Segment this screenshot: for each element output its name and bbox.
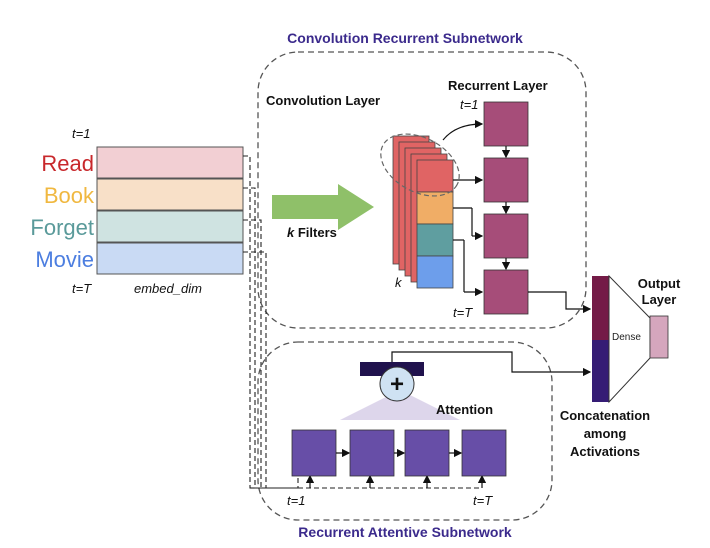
attention-cell-3 xyxy=(404,429,450,477)
attention-cell-1 xyxy=(291,429,337,477)
recurrent-cell-2 xyxy=(483,157,529,203)
attention-rnn-cells xyxy=(291,429,507,477)
recurrent-arrows xyxy=(442,119,592,314)
output-title-1: Output xyxy=(638,276,681,291)
filters-k: k xyxy=(287,225,295,240)
conv-subnetwork-title: Convolution Recurrent Subnetwork xyxy=(287,30,523,46)
conv-window-highlight xyxy=(380,133,460,197)
conv-map-front-0 xyxy=(416,159,454,193)
filters-arrow xyxy=(272,184,374,230)
word-book: Book xyxy=(44,183,95,208)
attention-cone xyxy=(340,390,460,420)
attention-t-start: t=1 xyxy=(287,493,305,508)
dense-label: Dense xyxy=(612,332,641,343)
input-row-forget xyxy=(96,210,244,243)
attention-t-end: t=T xyxy=(473,493,493,508)
concat-bottom-segment xyxy=(592,340,609,402)
attention-plus: + xyxy=(390,371,404,398)
attention-to-concat-arrow xyxy=(391,351,592,377)
conv-map-front-1 xyxy=(416,191,454,225)
concat-top-segment xyxy=(592,276,609,340)
input-wires xyxy=(243,155,487,489)
embed-dim-label: embed_dim xyxy=(134,281,202,296)
input-matrix xyxy=(96,146,244,275)
recurrent-t-start: t=1 xyxy=(460,97,478,112)
conv-layer-title: Convolution Layer xyxy=(266,93,380,108)
recurrent-cells xyxy=(483,101,529,315)
recurrent-layer-title: Recurrent Layer xyxy=(448,78,548,93)
attention-label: Attention xyxy=(436,402,493,417)
attention-sum-node xyxy=(379,366,415,402)
concat-label-2: among xyxy=(584,426,627,441)
input-row-movie xyxy=(96,242,244,275)
att-subnetwork-title: Recurrent Attentive Subnetwork xyxy=(298,524,512,540)
attention-cell-4 xyxy=(461,429,507,477)
conv-map-front-2 xyxy=(416,223,454,257)
recurrent-cell-3 xyxy=(483,213,529,259)
input-t-end: t=T xyxy=(72,281,92,296)
filters-text: Filters xyxy=(294,225,337,240)
concat-label-3: Activations xyxy=(570,444,640,459)
recurrent-cell-4 xyxy=(483,269,529,315)
conv-feature-maps xyxy=(392,135,454,289)
output-layer-box xyxy=(649,315,669,359)
input-row-book xyxy=(96,178,244,211)
recurrent-cell-1 xyxy=(483,101,529,147)
conv-map-front-3 xyxy=(416,255,454,289)
output-title-2: Layer xyxy=(642,292,677,307)
conv-subnetwork-region xyxy=(257,51,587,329)
attention-cell-2 xyxy=(349,429,395,477)
recurrent-t-end: t=T xyxy=(453,305,473,320)
filters-label: k Filters xyxy=(287,225,337,240)
input-t-start: t=1 xyxy=(72,126,90,141)
word-movie: Movie xyxy=(35,247,94,272)
word-forget: Forget xyxy=(30,215,94,240)
att-subnetwork-region xyxy=(257,341,553,521)
word-read: Read xyxy=(41,151,94,176)
conv-k-label: k xyxy=(395,275,403,290)
input-row-read xyxy=(96,146,244,179)
concat-label-1: Concatenation xyxy=(560,408,650,423)
